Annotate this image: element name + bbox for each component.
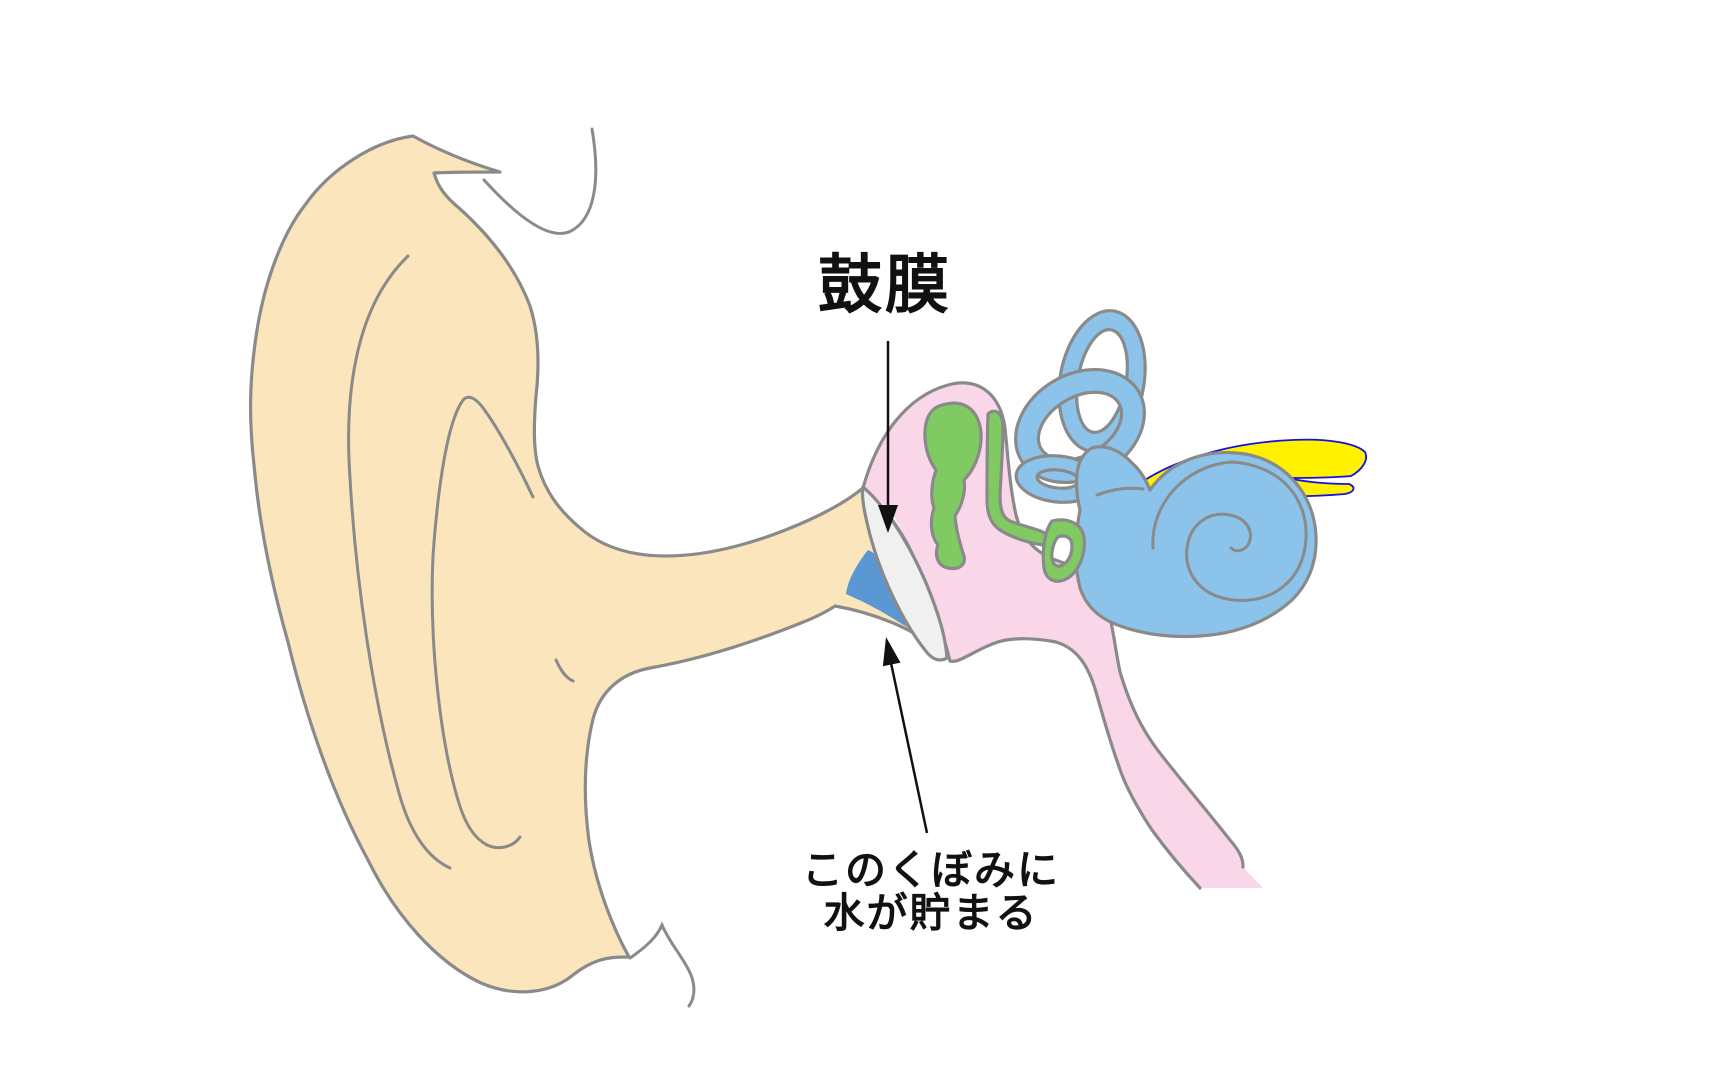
incus-shape — [985, 409, 1049, 547]
caption-line-2: 水が貯まる — [824, 890, 1039, 936]
cochlea-spiral-line — [1151, 460, 1308, 602]
malleus-shape — [923, 401, 983, 571]
eardrum-arrow — [878, 341, 898, 533]
outer-ear-shape — [248, 134, 949, 994]
eardrum-label: 鼓膜 — [818, 249, 952, 321]
middle-ear-fill — [863, 382, 1263, 888]
cochlea-vestibule-shape — [1074, 445, 1318, 639]
eardrum-membrane-shape — [860, 485, 949, 662]
pinna-fold-line-inner — [430, 395, 535, 850]
pinna-fold-line-outer — [347, 254, 452, 870]
helix-top-curve — [482, 127, 598, 235]
fluid-pocket-arrow — [882, 637, 929, 834]
stapes-ring — [1041, 518, 1086, 583]
intertragic-notch-crease — [554, 658, 575, 683]
caption-line-1: このくぼみに — [802, 847, 1060, 893]
earlobe-tail-curve — [628, 921, 696, 1008]
middle-ear-outline — [861, 381, 1245, 890]
vestibule-crease-line — [1095, 486, 1145, 497]
